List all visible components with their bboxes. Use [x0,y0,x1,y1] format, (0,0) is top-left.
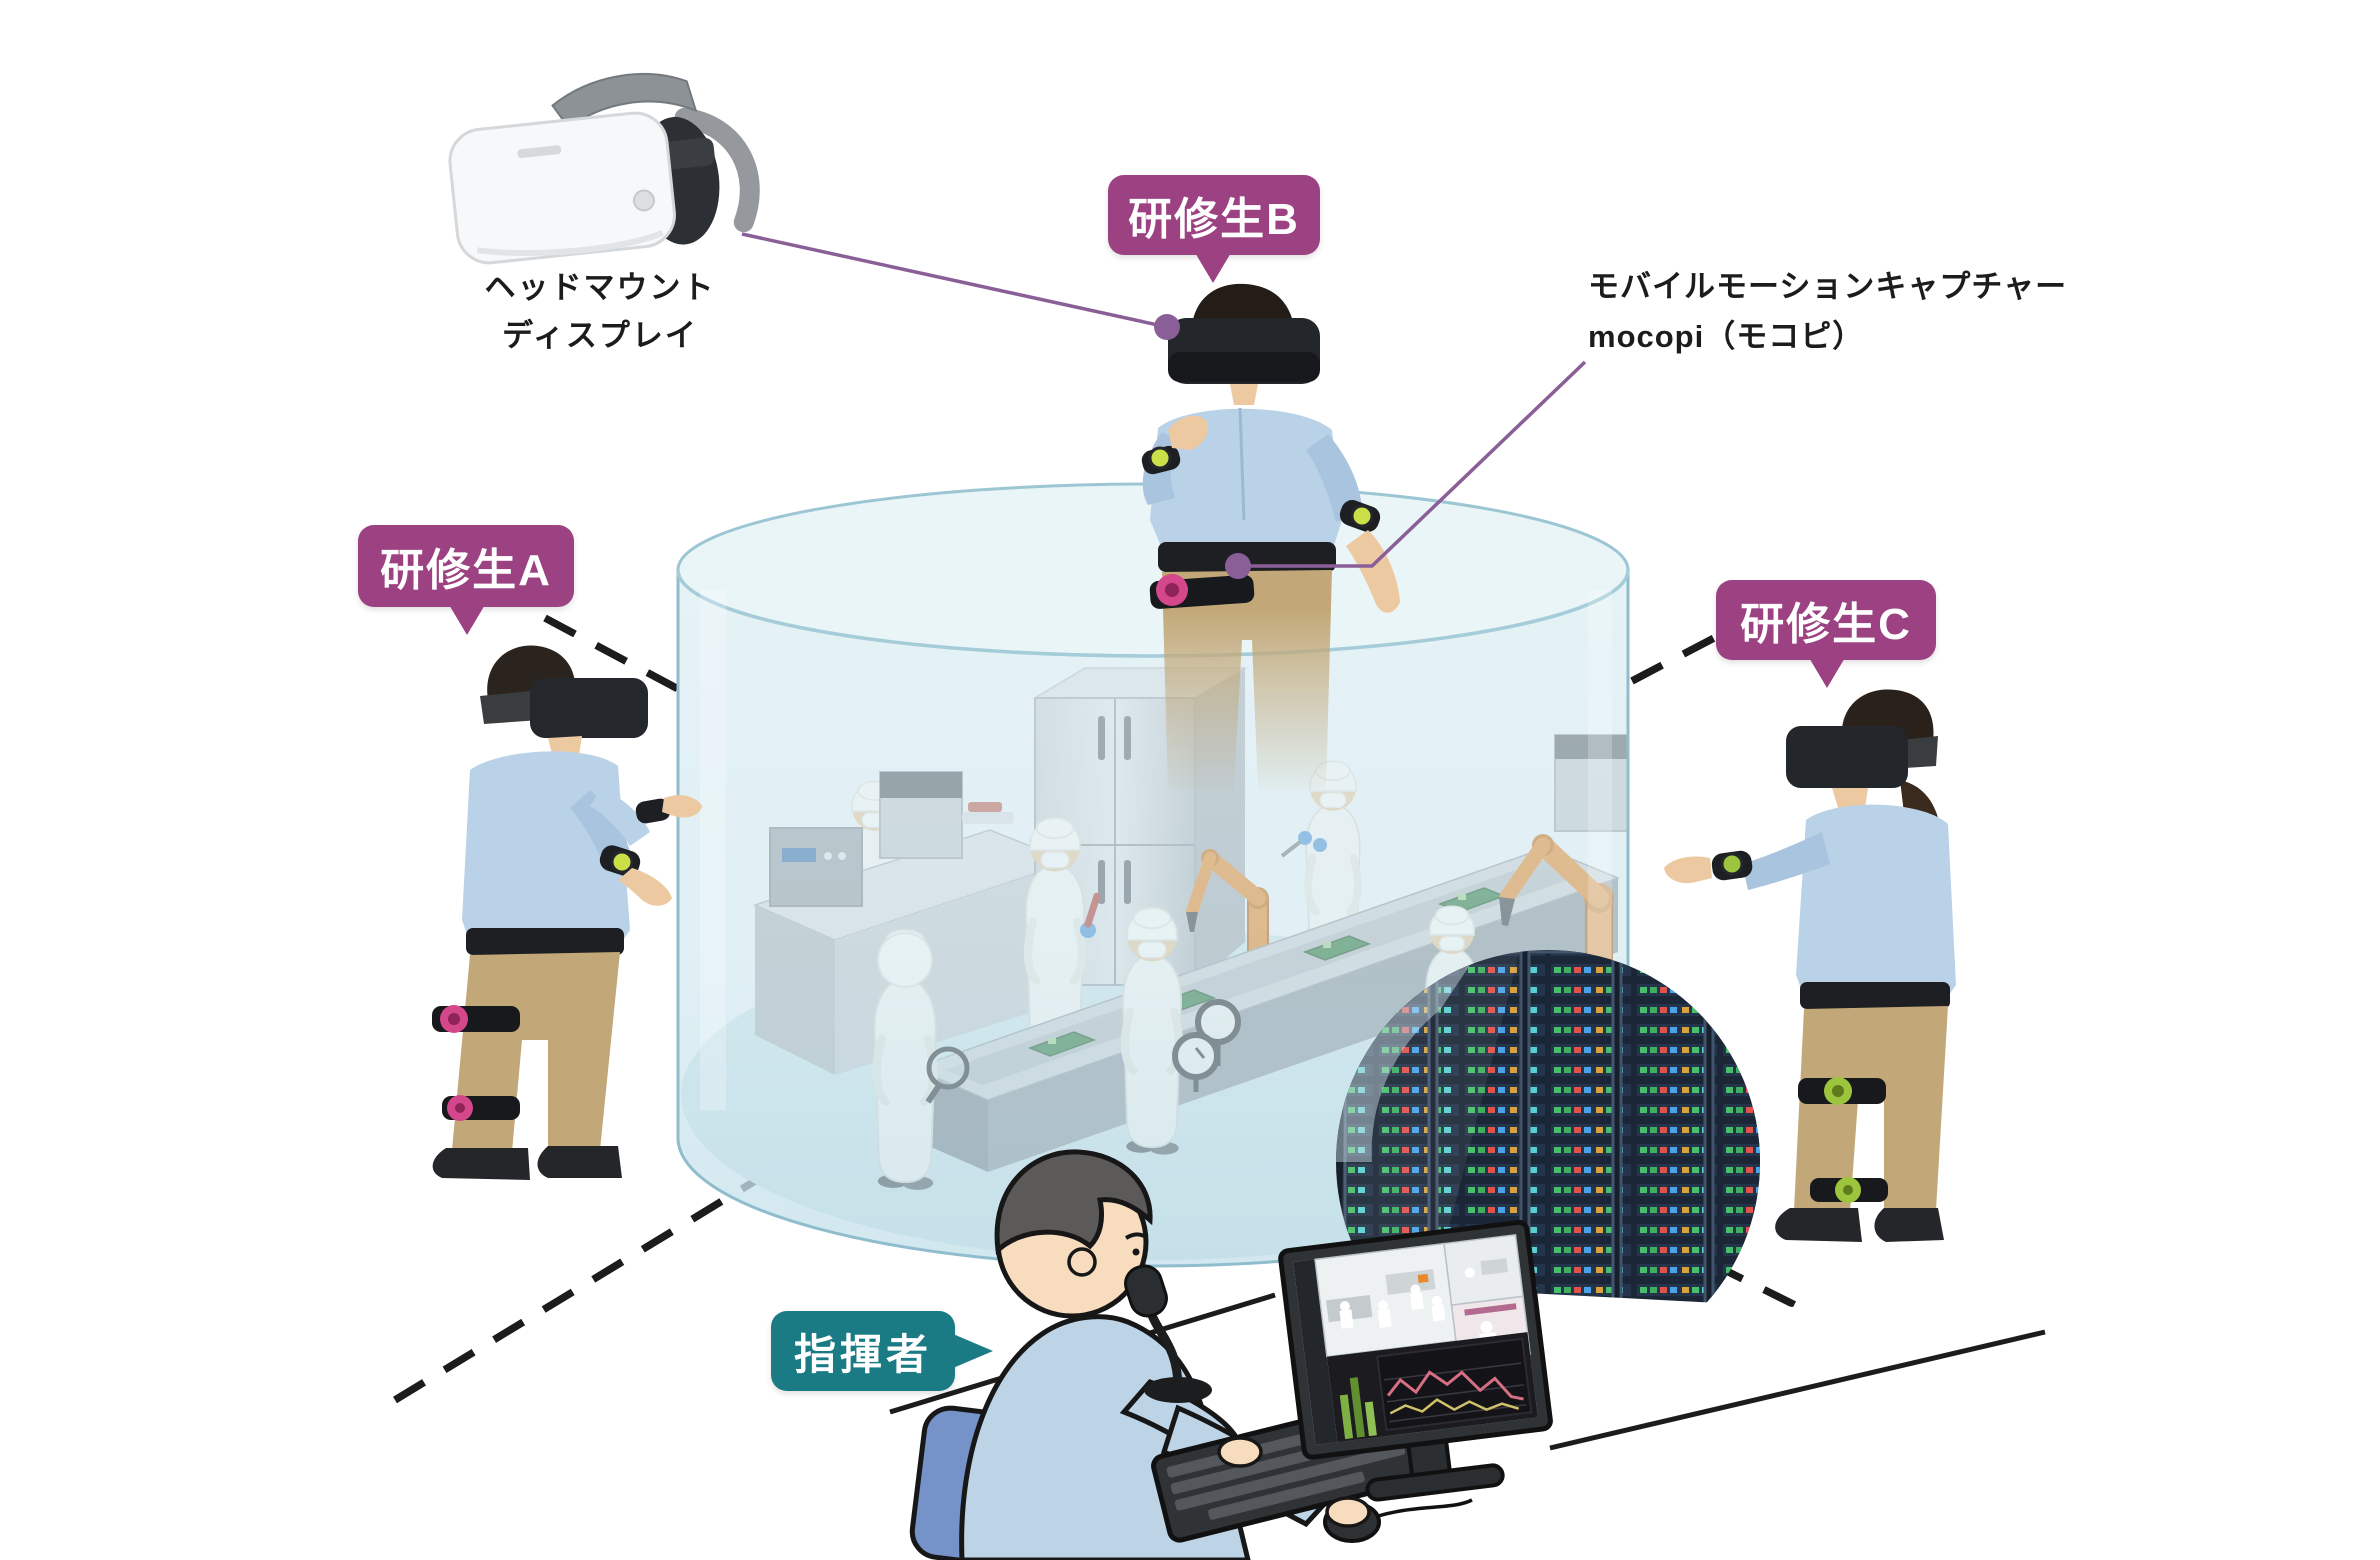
trainee-a-bubble-text: 研修生A [380,546,552,595]
annotation-line-mocopi [1225,360,1587,579]
instructor-left-hand [1217,1436,1263,1468]
instructor-workstation [889,1149,2046,1560]
trainee-a-bubble-tail [448,603,486,635]
dashed-line-bottom-left [393,1146,808,1404]
microphone [1124,1264,1212,1403]
trainee-c-figure [1664,689,1956,1242]
mocopi-label-line1: モバイルモーションキャプチャー [1588,269,2068,304]
annotation-line-hmd [741,232,1180,340]
mocopi-label: モバイルモーションキャプチャー mocopi（モコピ） [1588,262,2088,362]
trainee-c-bubble-tail [1808,656,1846,688]
trainee-b-bubble-tail [1194,251,1232,283]
mocopi-label-line2: mocopi（モコピ） [1588,319,1865,354]
trainee-b-figure [1141,283,1400,790]
monitor-camera-view [1314,1242,1457,1358]
dashed-line-top-left [543,614,682,694]
trainee-c-bubble-text: 研修生C [1740,600,1912,649]
annotation-lines [741,232,1587,579]
dashed-line-top-right [1630,634,1716,685]
monitor-dashboard [1326,1332,1538,1443]
trainee-c-bubble: 研修生C [1716,580,1936,688]
trainee-b-bubble: 研修生B [1108,175,1320,283]
hmd-label-line1: ヘッドマウント [484,270,716,305]
vr-headset-image [448,73,760,265]
trainee-a-bubble: 研修生A [358,525,574,635]
instructor-bubble-text: 指揮者 [793,1330,932,1378]
instructor-right-hand [1325,1496,1371,1528]
trainee-a-figure [432,645,702,1180]
trainee-b-bubble-text: 研修生B [1128,195,1300,244]
instructor-bubble: 指揮者 [771,1311,993,1391]
hmd-label: ヘッドマウント ディスプレイ [428,264,772,360]
hmd-label-line2: ディスプレイ [502,318,698,353]
instructor-bubble-tail [953,1334,993,1368]
instructor-monitor [1278,1219,1553,1502]
